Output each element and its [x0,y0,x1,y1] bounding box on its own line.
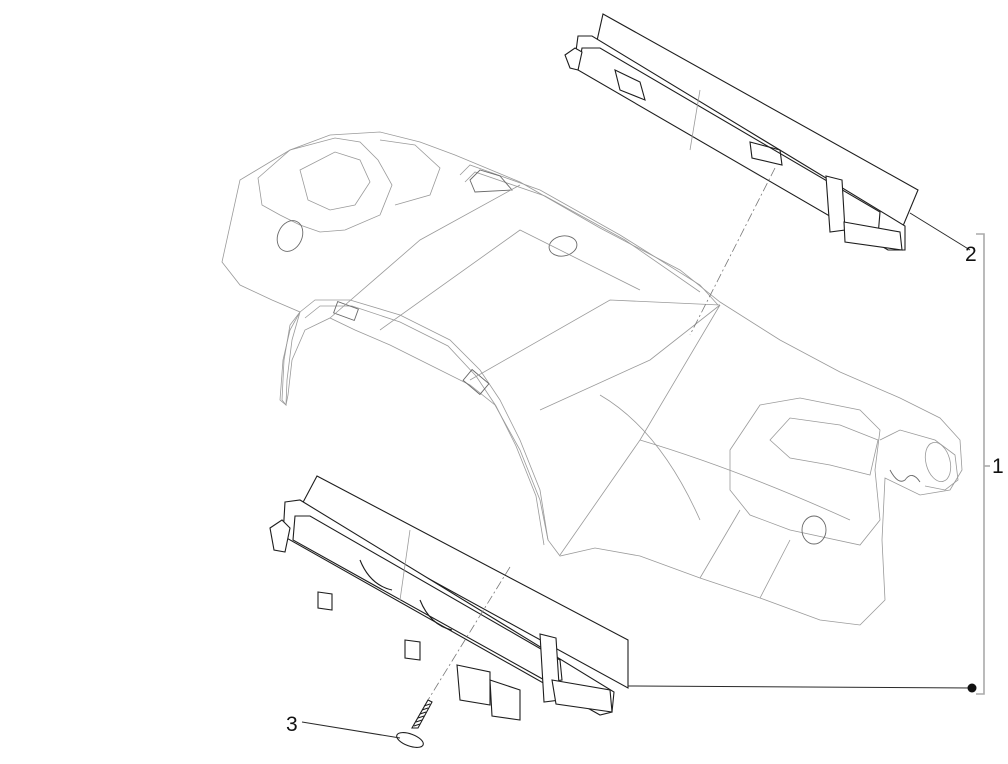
callout-leaders [301,212,990,739]
part-2-instrument-cluster-upper [564,13,919,251]
leader-dot [967,683,977,693]
callout-label-3: 3 [286,713,298,736]
assembly-axes [427,167,776,701]
callout-label-1: 1 [992,455,1004,478]
handlebar-cover [221,131,963,626]
callout-label-2: 2 [965,243,977,266]
part-3-screw [396,699,433,748]
part-1-instrument-cluster-lower [269,475,629,721]
